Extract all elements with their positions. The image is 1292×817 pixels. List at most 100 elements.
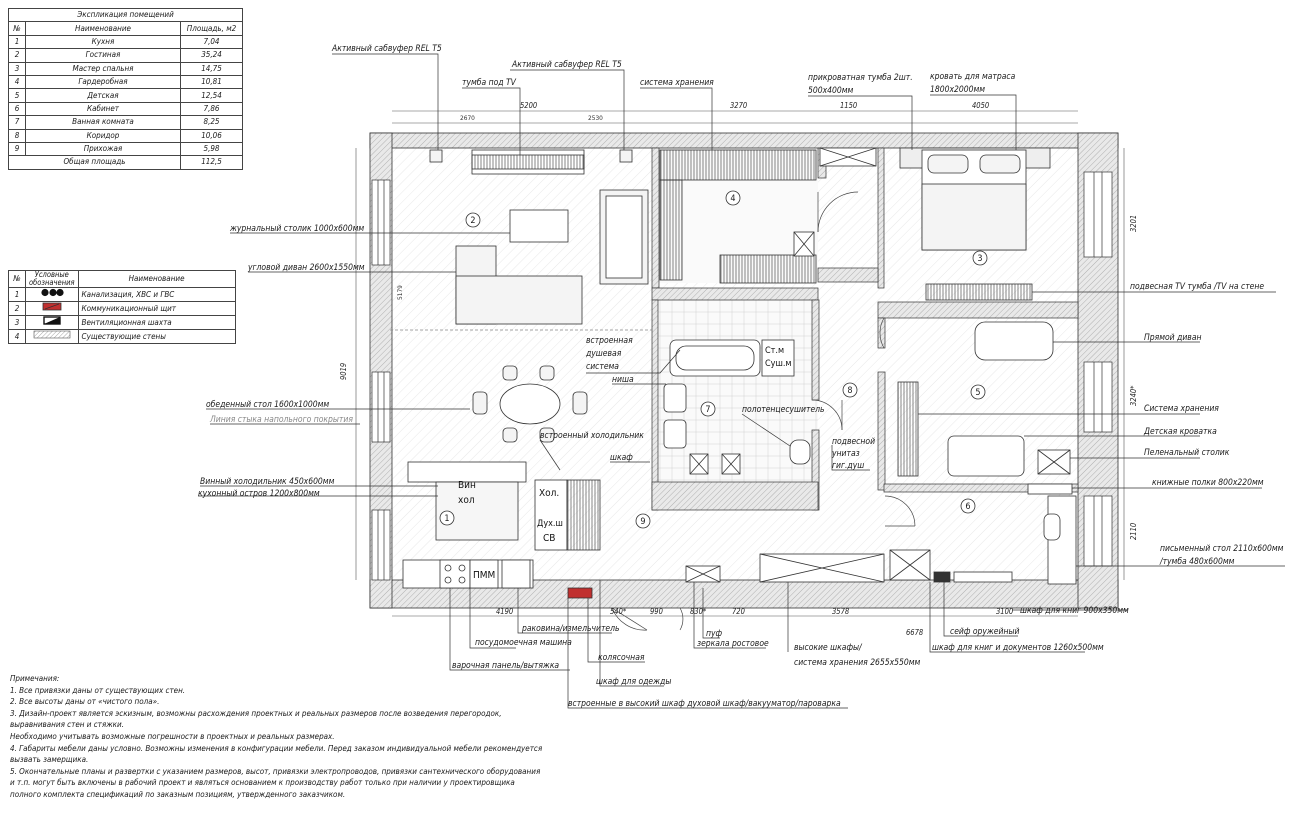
label-safe: сейф оружейный <box>950 627 1020 637</box>
label-tall-cabinets-2: система хранения 2655х550мм <box>794 658 921 668</box>
study-furniture <box>759 483 1077 585</box>
label-bookshelves: книжные полки 800х220мм <box>1152 478 1264 488</box>
coat-wardrobe <box>566 479 601 551</box>
room-number-9: 9 <box>640 517 645 527</box>
room-area: 10,81 <box>180 74 243 90</box>
kitchen-island <box>435 481 519 541</box>
label-corner-sofa: угловой диван 2600х1550мм <box>247 263 365 273</box>
legend-row-number: 4 <box>8 329 26 344</box>
straight-sofa <box>974 321 1054 361</box>
label-bed: кровать для матраса <box>930 72 1016 82</box>
washer-box <box>761 339 795 377</box>
dim-side: 3201 <box>1129 215 1138 232</box>
label-bed-size: 1800х2000мм <box>930 85 985 95</box>
label-sink: раковина/измельчитель <box>521 624 620 634</box>
dim-bottom: 4190 <box>496 607 513 616</box>
label-stroller: колясочная <box>598 653 645 663</box>
room-name: Гардеробная <box>25 74 181 90</box>
label-tv-stand: тумба под TV <box>462 78 517 88</box>
room-area: 7,86 <box>180 101 243 117</box>
dishwasher-box-label: ПММ <box>473 570 495 581</box>
label-wc-3: гиг.душ <box>832 461 864 471</box>
notes-line: 4. Габариты мебели даны условно. Возможн… <box>10 743 543 753</box>
notes-line: Необходимо учитывать возможные погрешнос… <box>10 731 335 741</box>
notes-line: 5. Окончательные планы и развертки с ука… <box>10 766 541 776</box>
label-desk-2: /тумба 480х600мм <box>1159 557 1235 567</box>
label-crib: Детская кроватка <box>1143 427 1217 437</box>
wine-box-label: хол <box>458 495 475 506</box>
label-wc-1: подвесной <box>832 437 875 447</box>
doors <box>611 191 916 631</box>
windows <box>371 171 1113 581</box>
dim-side: 9019 <box>339 363 348 380</box>
fridge-box-label: Хол. <box>539 488 559 499</box>
rooms-total-label: Общая площадь <box>8 155 181 170</box>
room-number-6: 6 <box>965 502 970 512</box>
dim-top: 3270 <box>730 101 747 110</box>
label-niche: ниша <box>612 375 634 385</box>
label-bedside: прикроватная тумба 2шт. <box>808 73 913 83</box>
dim-top-sub: 2670 <box>460 114 475 122</box>
kids-storage <box>897 381 919 477</box>
bedroom-furniture <box>899 147 1051 301</box>
legend-table: № Условные обозначения Наименование 1 Ка… <box>8 270 236 344</box>
writing-desk <box>1047 495 1077 585</box>
room-area: 12,54 <box>180 88 243 103</box>
notes-line: 2. Все высоты даны от «чистого пола». <box>10 697 160 707</box>
dim-bottom: 6678 <box>906 628 923 637</box>
notes-block: Примечания: 1. Все привязки даны от суще… <box>10 673 542 801</box>
kitchen-furniture <box>402 461 601 589</box>
label-wine-fridge: Винный холодильник 450х600мм <box>200 477 335 487</box>
label-dining-table: обеденный стол 1600х1000мм <box>206 400 329 410</box>
notes-line: и т.п. могут быть включены в рабочий про… <box>10 778 515 788</box>
label-storage-right: Система хранения <box>1144 404 1219 414</box>
label-book-cabinet: шкаф для книг 900х350мм <box>1020 606 1129 616</box>
rooms-total-value: 112,5 <box>180 155 243 170</box>
label-dishwasher: посудомоечная машина <box>475 638 572 648</box>
living-room-furniture <box>429 149 649 443</box>
coffee-table <box>509 209 569 243</box>
dim-bottom: 990 <box>650 607 663 616</box>
label-towel-dryer: полотенцесушитель <box>742 405 825 415</box>
sink <box>501 559 531 589</box>
label-subwoofer-2: Активный сабвуфер REL T5 <box>511 60 622 70</box>
room-number-5: 5 <box>975 388 980 398</box>
kids-room-furniture <box>897 321 1071 477</box>
notes-line: 1. Все привязки даны от существующих сте… <box>10 685 186 695</box>
label-straight-sofa: Прямой диван <box>1144 333 1202 343</box>
fridge-box-label: Дух.ш <box>537 519 563 529</box>
washbasin-1 <box>663 383 687 413</box>
room-name: Мастер спальня <box>25 61 181 76</box>
dim-bottom: 540* <box>610 607 627 616</box>
label-coffee-table: журнальный столик 1000х600мм <box>229 224 364 234</box>
room-area: 14,75 <box>180 61 243 76</box>
dim-bottom: 3578 <box>832 607 849 616</box>
dimension-lines <box>355 110 1125 617</box>
bathroom-fixtures <box>663 339 811 475</box>
dim-bottom: 720 <box>732 607 745 616</box>
bookshelves <box>1027 483 1073 495</box>
label-shower-3: система <box>586 362 619 372</box>
wine-box-label: Вин <box>458 480 476 491</box>
appliance-labels: Вин хол Хол. Дух.ш СВ ПММ Ст.м Суш.м <box>458 346 792 581</box>
crib <box>947 435 1025 477</box>
room-number-3: 3 <box>977 254 982 264</box>
dim-top-sub: 2530 <box>588 114 603 122</box>
hob <box>439 559 471 589</box>
label-storage-top: система хранения <box>640 78 714 88</box>
toilet <box>789 439 811 465</box>
label-coat-wardrobe: шкаф для одежды <box>596 677 671 687</box>
hallway-furniture <box>567 565 721 599</box>
label-floor-joint: Линия стыка напольного покрытия <box>209 415 353 425</box>
room-number-7: 7 <box>705 405 710 415</box>
subwoofer-right <box>619 149 633 163</box>
dim-top: 1150 <box>840 101 857 110</box>
dim-bottom: 3100 <box>996 607 1013 616</box>
room-number-1: 1 <box>444 514 449 524</box>
label-kitchen-island: кухонный остров 1200х800мм <box>198 489 320 499</box>
washer-box-label: Ст.м <box>765 346 784 356</box>
